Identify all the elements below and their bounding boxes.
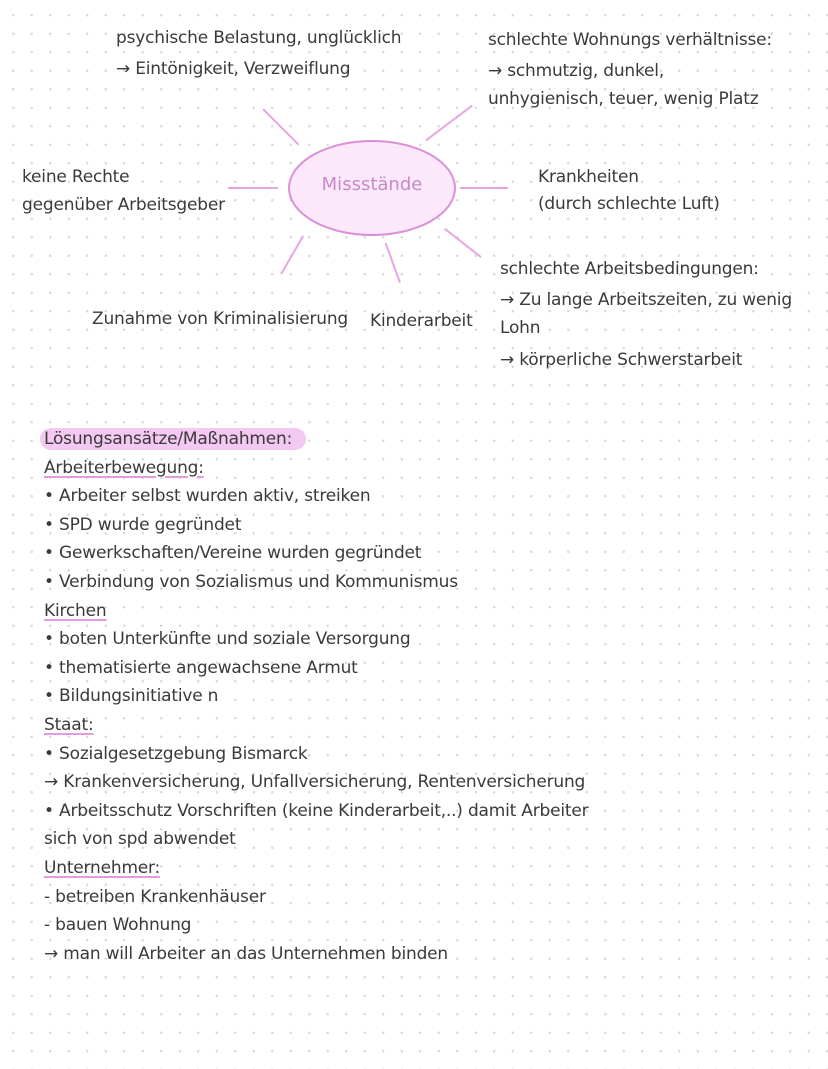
- list-item: sich von spd abwendet: [44, 829, 236, 850]
- list-item: • boten Unterkünfte und soziale Versorgu…: [44, 629, 411, 650]
- solutions-section: Lösungsansätze/Maßnahmen: Arbeiterbewegu…: [40, 425, 604, 968]
- branch-line: schlechte Arbeitsbedingungen:: [500, 259, 759, 279]
- section-heading: Kirchen: [44, 600, 107, 621]
- branch-child-labour: Kinderarbeit: [370, 311, 473, 331]
- list-item: • SPD wurde gegründet: [44, 514, 242, 535]
- list-item: • Sozialgesetzgebung Bismarck: [44, 743, 308, 764]
- list-item: - bauen Wohnung: [44, 915, 192, 936]
- connector-line: [280, 235, 304, 275]
- list-item: → man will Arbeiter an das Unternehmen b…: [44, 943, 449, 964]
- list-item: • Arbeitsschutz Vorschriften (keine Kind…: [44, 800, 589, 821]
- section-heading: Arbeiterbewegung:: [44, 457, 204, 478]
- list-item: - betreiben Krankenhäuser: [44, 886, 266, 907]
- connector-line: [444, 228, 482, 258]
- branch-line: Lohn: [500, 318, 541, 338]
- branch-line: keine Rechte: [22, 167, 130, 187]
- section-heading: Unternehmer:: [44, 857, 161, 878]
- branch-line: → schmutzig, dunkel,: [488, 61, 665, 81]
- branch-line: schlechte Wohnungs verhältnisse:: [488, 30, 772, 50]
- branch-line: gegenüber Arbeitsgeber: [22, 195, 225, 215]
- branch-crime: Zunahme von Kriminalisierung: [92, 309, 348, 329]
- connector-line: [385, 242, 401, 283]
- branch-line: psychische Belastung, unglücklich: [116, 28, 402, 48]
- mindmap-center-label: Missstände: [321, 174, 423, 195]
- mindmap-center-bubble: Missstände: [288, 140, 456, 236]
- section-heading: Staat:: [44, 714, 94, 735]
- list-item: • Verbindung von Sozialismus und Kommuni…: [44, 571, 458, 592]
- connector-line: [460, 187, 508, 189]
- solutions-title: Lösungsansätze/Maßnahmen:: [40, 428, 307, 450]
- connector-line: [262, 108, 300, 146]
- branch-line: → körperliche Schwerstarbeit: [500, 350, 743, 370]
- list-item: • Gewerkschaften/Vereine wurden gegründe…: [44, 543, 422, 564]
- branch-line: → Zu lange Arbeitszeiten, zu wenig: [500, 290, 792, 310]
- branch-line: → Eintönigkeit, Verzweiflung: [116, 59, 351, 79]
- branch-line: Krankheiten: [538, 167, 639, 187]
- list-item: • Bildungsinitiative n: [44, 686, 219, 707]
- list-item: → Krankenversicherung, Unfallversicherun…: [44, 772, 586, 793]
- connector-line: [228, 187, 278, 189]
- connector-line: [425, 104, 473, 141]
- branch-line: unhygienisch, teuer, wenig Platz: [488, 89, 759, 109]
- list-item: • Arbeiter selbst wurden aktiv, streiken: [44, 486, 371, 507]
- branch-line: (durch schlechte Luft): [538, 194, 720, 214]
- list-item: • thematisierte angewachsene Armut: [44, 657, 358, 678]
